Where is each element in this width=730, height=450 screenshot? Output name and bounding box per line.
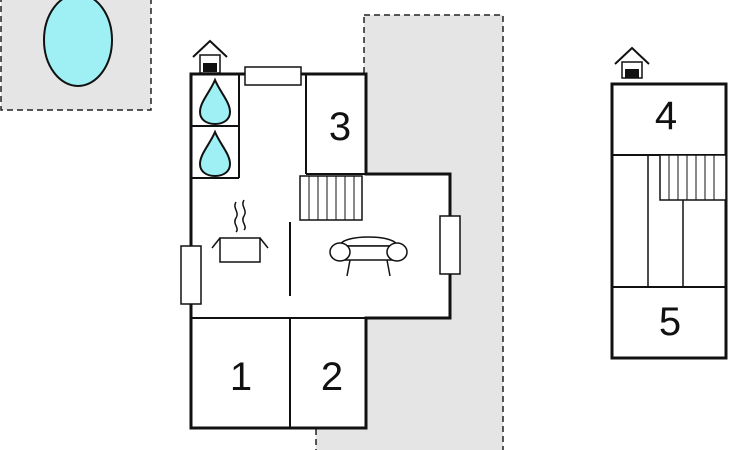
- window-top: [244, 66, 302, 86]
- stairs-icon: [299, 175, 363, 221]
- room-4-label: 4: [655, 94, 677, 138]
- room-2-label: 2: [321, 355, 343, 399]
- room-5-label: 5: [659, 300, 681, 344]
- stairs-icon: [659, 154, 727, 201]
- annex-building-walls: [610, 82, 728, 360]
- sofa-icon: [329, 236, 408, 277]
- room-1-label: 1: [230, 355, 252, 399]
- main-building: 3 1 2: [180, 39, 461, 430]
- pool-icon: [43, 0, 113, 87]
- window-right: [439, 215, 461, 275]
- cooking-pot-icon: [211, 199, 269, 263]
- pool-area: [0, 0, 152, 111]
- water-drop-icon: [198, 129, 232, 178]
- house-entrance-icon: [192, 39, 228, 74]
- room-3-label: 3: [329, 105, 351, 149]
- water-drop-icon: [198, 77, 232, 126]
- window-left: [180, 245, 202, 305]
- house-entrance-icon: [614, 46, 650, 79]
- annex-building: 4 5: [610, 46, 728, 360]
